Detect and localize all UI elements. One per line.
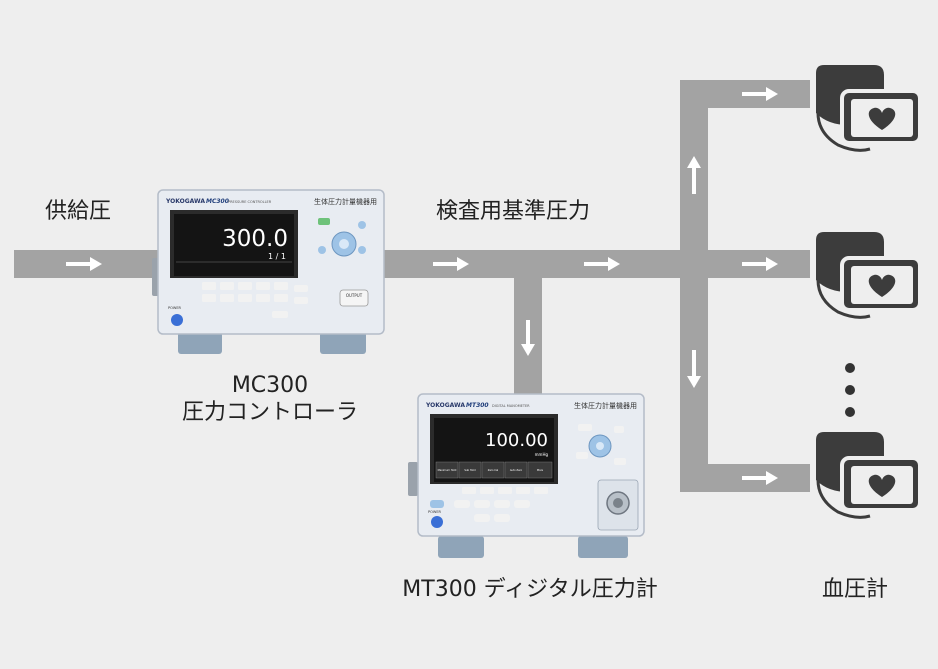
blood-pressure-cuff-icon xyxy=(814,63,922,153)
softkey-label: Auto Zero xyxy=(510,468,523,472)
mc300-lcd xyxy=(174,214,294,276)
reference-pressure-label: 検査用基準圧力 xyxy=(436,199,591,224)
flow-arrows xyxy=(66,87,778,485)
mt300-jp-label: 生体圧力計量機器用 xyxy=(574,401,637,410)
mt300-device: YOKOGAWA MT300 DIGITAL MANOMETER 生体圧力計量機… xyxy=(408,393,645,558)
mc300-model-caption: MC300 xyxy=(231,373,309,398)
mc300-subtitle: PRESSURE CONTROLLER xyxy=(228,200,272,204)
mt300-function-keys xyxy=(454,487,548,522)
flow-arrow-icon xyxy=(742,257,778,271)
mt300-subtitle: DIGITAL MANOMETER xyxy=(492,404,530,408)
bp-monitor-label: 血圧計 xyxy=(821,577,888,602)
mc300-device: YOKOGAWA MC300 PRESSURE CONTROLLER 生体圧力計… xyxy=(152,189,385,354)
mt300-power-label: POWER xyxy=(428,510,442,514)
supply-pressure-label: 供給圧 xyxy=(45,199,112,224)
blood-pressure-cuff-icon xyxy=(814,230,922,320)
flow-arrow-icon xyxy=(66,257,102,271)
mc300-model-label: MC300 xyxy=(206,198,229,205)
flow-arrow-icon xyxy=(687,156,701,194)
mc300-power-label: POWER xyxy=(168,306,182,310)
flow-arrow-icon xyxy=(687,350,701,388)
softkey-label: Sub Hold xyxy=(464,468,476,472)
pipe-network xyxy=(14,80,810,492)
flow-arrow-icon xyxy=(433,257,469,271)
mt300-softkeys: Maximum Hold Sub Hold Zero Cal Auto Zero… xyxy=(435,461,553,479)
mc300-jp-label: 生体圧力計量機器用 xyxy=(314,197,377,206)
pipe-vertical-right xyxy=(680,80,708,492)
blood-pressure-cuff-icon xyxy=(814,430,922,520)
mt300-display-value: 100.00 xyxy=(485,430,548,451)
mc300-function-keys xyxy=(202,282,288,302)
mc300-brand: YOKOGAWA xyxy=(165,198,205,205)
ellipsis-dots-icon xyxy=(845,363,855,417)
softkey-label: More xyxy=(537,468,544,472)
mc300-power-button xyxy=(171,314,183,326)
mc300-name-caption: 圧力コントローラ xyxy=(181,400,358,426)
mt300-power-button xyxy=(431,516,443,528)
softkey-label: Zero Cal xyxy=(488,468,499,472)
mc300-caption: MC300 圧力コントローラ xyxy=(160,373,380,426)
mc300-output-button xyxy=(339,289,369,307)
mc300-page-indicator: 1 / 1 xyxy=(268,252,286,261)
flow-arrow-icon xyxy=(521,320,535,356)
flow-arrow-icon xyxy=(742,471,778,485)
mt300-brand: YOKOGAWA xyxy=(425,402,465,409)
mt300-caption: MT300 ディジタル圧力計 xyxy=(402,577,658,602)
mc300-display-value: 300.0 xyxy=(222,226,288,252)
mc300-output-label: OUTPUT xyxy=(346,293,363,298)
mt300-model-label: MT300 xyxy=(466,402,489,409)
mt300-unit: mmHg xyxy=(535,452,549,457)
flow-arrow-icon xyxy=(742,87,778,101)
flow-arrow-icon xyxy=(584,257,620,271)
softkey-label: Maximum Hold xyxy=(438,468,457,472)
